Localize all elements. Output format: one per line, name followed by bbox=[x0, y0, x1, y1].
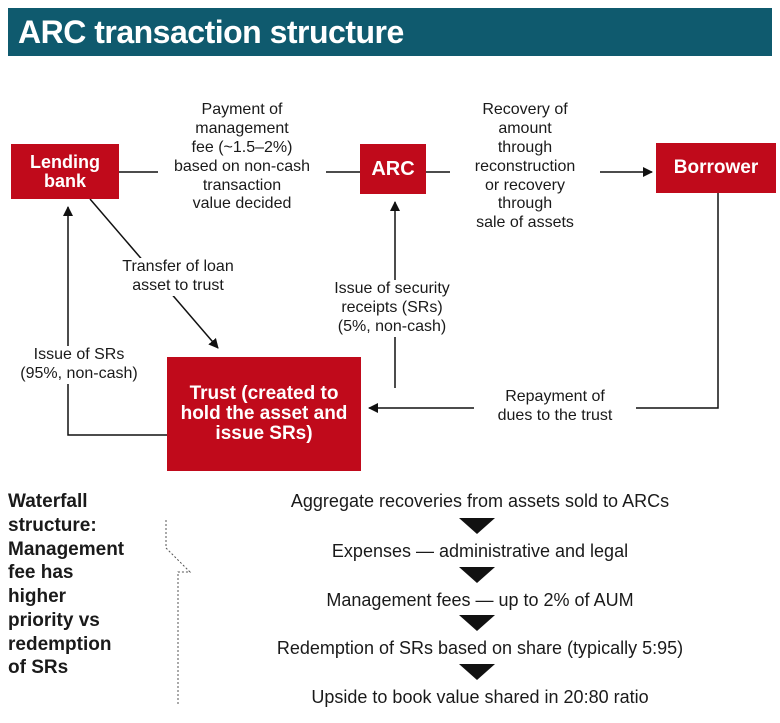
waterfall-step: Aggregate recoveries from assets sold to… bbox=[290, 491, 670, 511]
waterfall-step: Management fees — up to 2% of AUM bbox=[326, 590, 634, 610]
edge-label-payment: Payment of management fee (~1.5–2%) base… bbox=[158, 101, 326, 215]
edge-label-issue-to-arc: Issue of security receipts (SRs) (5%, no… bbox=[318, 280, 466, 337]
waterfall-step: Expenses — administrative and legal bbox=[331, 541, 629, 561]
waterfall-note: Waterfall structure: Management fee has … bbox=[8, 491, 125, 679]
edge-label-repayment: Repayment of dues to the trust bbox=[474, 388, 636, 426]
waterfall-arrow-4 bbox=[459, 664, 495, 680]
waterfall-arrow-1 bbox=[459, 518, 495, 534]
node-trust: Trust (created to hold the asset and iss… bbox=[167, 357, 361, 471]
waterfall-step: Redemption of SRs based on share (typica… bbox=[276, 638, 684, 658]
page-title: ARC transaction structure bbox=[8, 8, 772, 56]
edge-label-recovery: Recovery of amount through reconstructio… bbox=[450, 101, 600, 234]
waterfall-step: Upside to book value shared in 20:80 rat… bbox=[311, 687, 649, 707]
waterfall-note-bracket bbox=[165, 520, 192, 706]
node-arc: ARC bbox=[360, 144, 426, 194]
node-borrower: Borrower bbox=[656, 143, 776, 193]
waterfall-arrow-2 bbox=[459, 567, 495, 583]
edge-label-transfer: Transfer of loan asset to trust bbox=[92, 258, 264, 296]
node-lending-bank: Lending bank bbox=[11, 144, 119, 199]
edge-issue-bank-arrow bbox=[63, 206, 167, 436]
edge-label-issue-to-bank: Issue of SRs (95%, non-cash) bbox=[0, 346, 158, 384]
waterfall-arrow-3 bbox=[459, 615, 495, 631]
